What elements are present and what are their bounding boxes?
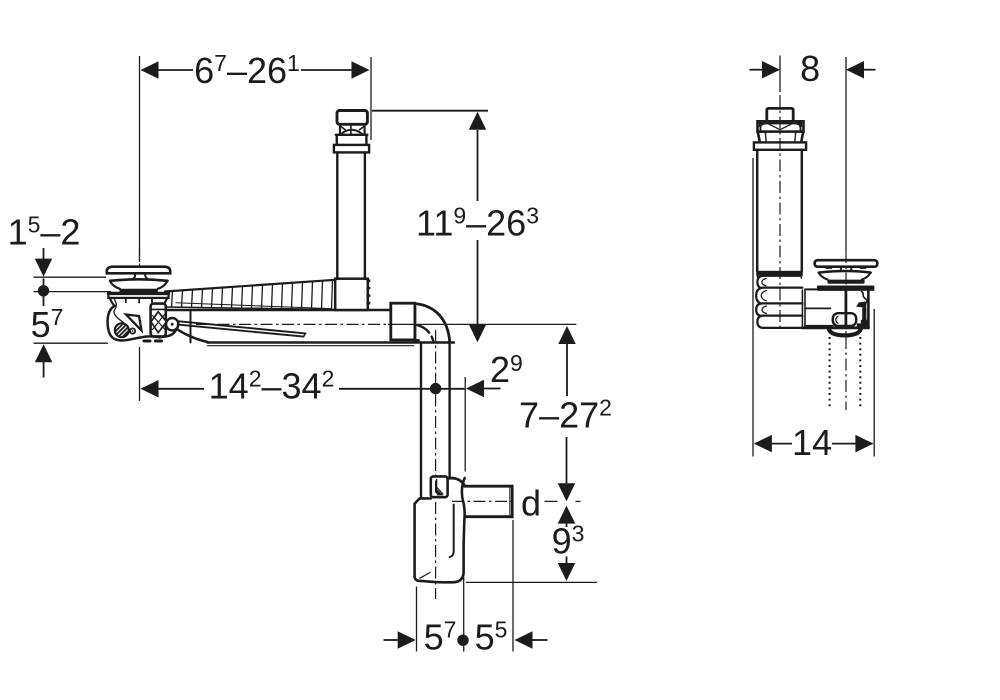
- svg-text:119–263: 119–263: [416, 203, 539, 244]
- svg-text:142–342: 142–342: [209, 366, 335, 407]
- svg-text:7–272: 7–272: [519, 395, 612, 436]
- svg-text:55: 55: [475, 617, 508, 658]
- svg-text:d: d: [521, 483, 541, 524]
- svg-text:8: 8: [800, 48, 820, 89]
- svg-text:57: 57: [31, 304, 64, 345]
- svg-text:15–2: 15–2: [8, 212, 81, 253]
- svg-text:14: 14: [792, 422, 832, 463]
- svg-text:67–261: 67–261: [194, 50, 300, 91]
